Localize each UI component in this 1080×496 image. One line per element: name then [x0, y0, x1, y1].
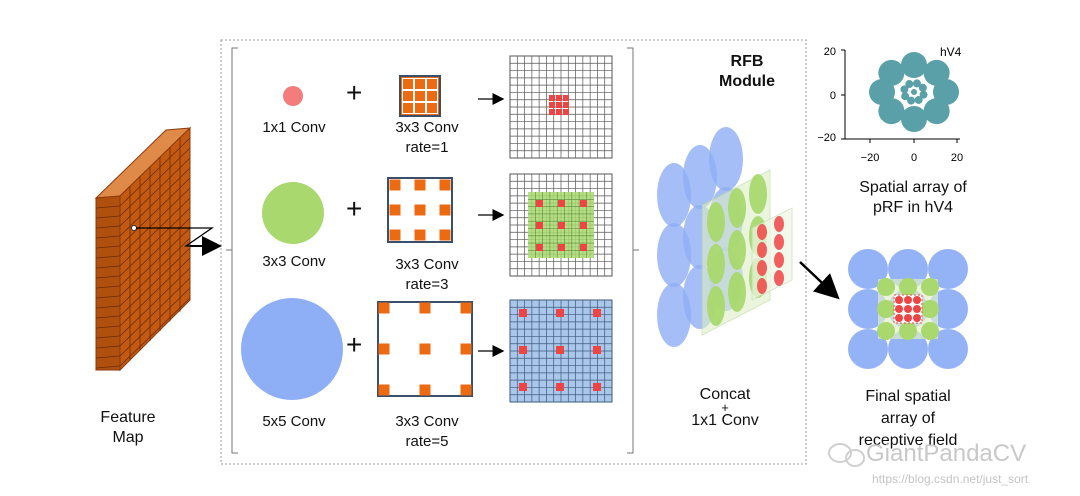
rfb-line1: RFB [730, 53, 764, 70]
spatial-array-label: Spatial array of pRF in hV4 [838, 178, 988, 218]
conv5x5-label: 5x5 Conv [262, 413, 326, 430]
concat-stack [657, 127, 793, 347]
plus-3: + [346, 329, 363, 360]
final-line1: Final spatial [865, 388, 951, 405]
hv4-ytick: 0 [830, 90, 836, 102]
dil3-label: 3x3 Conv rate=3 [382, 255, 472, 295]
final-receptive-field [848, 249, 968, 369]
kernel-rate3 [387, 177, 453, 243]
right-bracket [627, 47, 639, 454]
conv1x1-circle [283, 86, 303, 106]
dil1-line2: rate=1 [405, 139, 449, 156]
watermark-url: https://blog.csdn.net/just_sort [872, 472, 1029, 486]
feature-map-block [94, 126, 222, 372]
final-array-label: Final spatial array of receptive field [838, 386, 978, 452]
hv4-ytick: 20 [824, 46, 836, 58]
grid-rate5 [509, 299, 613, 403]
rfb-module-title: RFB Module [712, 52, 782, 92]
concat-plus: + [721, 400, 729, 415]
final-line3: receptive field [858, 432, 958, 449]
dil1-label: 3x3 Conv rate=1 [382, 118, 472, 158]
grid-rate1 [509, 55, 613, 159]
spatial-line2: pRF in hV4 [872, 199, 954, 216]
grid-rate3 [509, 173, 613, 277]
arrow-final [799, 261, 840, 300]
hv4-title: hV4 [940, 45, 962, 59]
dil3-line1: 3x3 Conv [395, 256, 459, 273]
concat-line1: Concat [699, 386, 751, 403]
rfb-line2: Module [719, 73, 775, 90]
concat-line3: 1x1 Conv [691, 412, 759, 429]
left-bracket [226, 47, 238, 454]
conv3x3-label: 3x3 Conv [262, 253, 326, 270]
feature-map-label: Feature Map [96, 408, 160, 448]
spatial-line1: Spatial array of [859, 179, 967, 196]
conv3x3-circle [262, 182, 324, 244]
watermark-logo [828, 443, 865, 467]
dil5-line1: 3x3 Conv [395, 413, 459, 430]
hv4-plot [841, 49, 960, 143]
dil5-line2: rate=5 [405, 433, 449, 450]
final-line2: array of [880, 410, 936, 427]
hv4-xtick: 0 [911, 152, 917, 164]
conv5x5-circle [241, 298, 343, 400]
hv4-xtick: 20 [951, 152, 963, 164]
concat-label: Concat + 1x1 Conv [680, 386, 770, 429]
hv4-ytick: −20 [817, 132, 836, 144]
conv1x1-label: 1x1 Conv [262, 119, 326, 136]
feature-map-line2: Map [112, 429, 144, 446]
plus-2: + [346, 193, 363, 224]
dil1-line1: 3x3 Conv [395, 119, 459, 136]
plus-1: + [346, 77, 363, 108]
kernel-rate5 [377, 301, 473, 397]
dil5-label: 3x3 Conv rate=5 [382, 412, 472, 452]
watermark-brand: GiantPandaCV [866, 440, 1027, 467]
hv4-xtick: −20 [861, 152, 880, 164]
dil3-line2: rate=3 [405, 276, 449, 293]
kernel-rate1 [399, 75, 441, 117]
feature-map-line1: Feature [100, 409, 156, 426]
